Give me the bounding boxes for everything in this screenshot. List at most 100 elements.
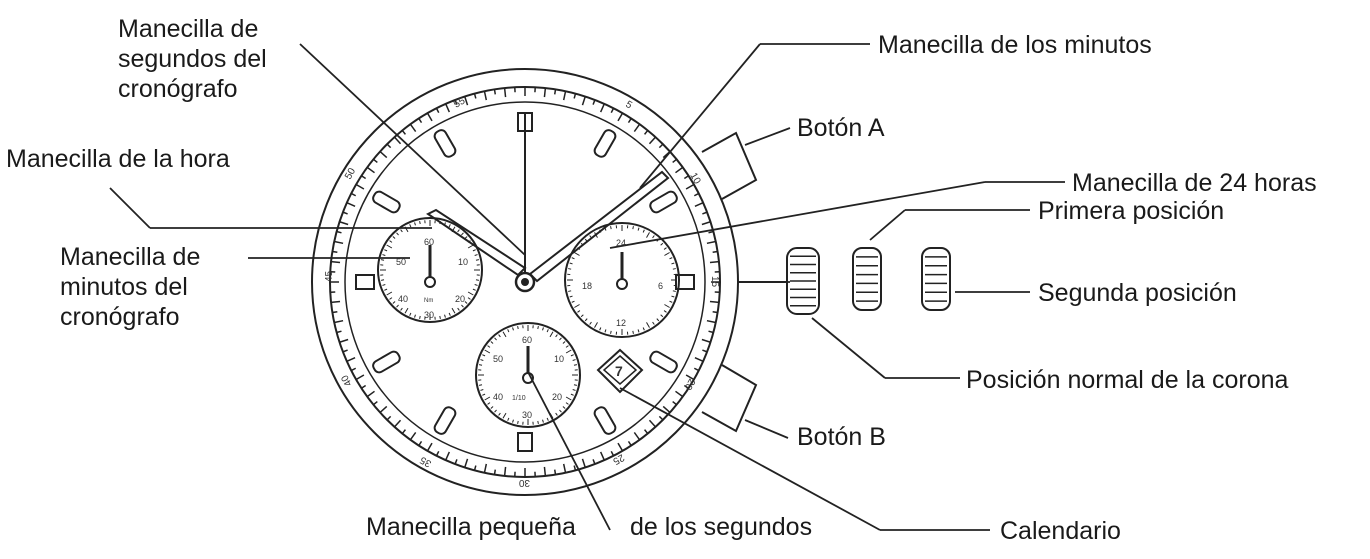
bezel-tick bbox=[693, 367, 700, 372]
bezel-tick bbox=[712, 310, 718, 314]
subdial-tick bbox=[571, 257, 575, 260]
subdial-bottom-number: 40 bbox=[493, 392, 503, 402]
bezel-tick bbox=[503, 466, 507, 477]
subdial-tick bbox=[484, 349, 491, 354]
bezel-tick bbox=[672, 400, 678, 406]
hour-marker bbox=[593, 129, 617, 158]
label-button-b: Botón B bbox=[797, 423, 886, 451]
bezel-ticks bbox=[330, 87, 720, 477]
bezel-number: 30 bbox=[518, 477, 530, 488]
label-first-position: Primera posición bbox=[1038, 197, 1225, 225]
bezel-number: 35 bbox=[418, 454, 434, 469]
subdial-tick bbox=[632, 330, 634, 334]
subdial-tick bbox=[565, 345, 569, 348]
button-a-pusher bbox=[701, 131, 758, 200]
subdial-tick bbox=[414, 314, 416, 318]
subdial-tick bbox=[574, 252, 580, 256]
subdial-tick bbox=[475, 279, 480, 281]
subdial-tick bbox=[570, 354, 574, 357]
bezel-tick bbox=[355, 374, 365, 381]
subdial-left-number: 30 bbox=[424, 310, 434, 320]
subdial-tick bbox=[467, 291, 474, 296]
subdial-tick bbox=[574, 304, 580, 308]
bezel-tick bbox=[694, 356, 704, 362]
bezel-tick bbox=[435, 450, 440, 457]
subdial-tick bbox=[671, 295, 675, 298]
subdial-tick bbox=[502, 331, 507, 338]
center-pivot-dot bbox=[521, 278, 529, 286]
bezel-tick bbox=[350, 192, 357, 197]
bezel-tick bbox=[372, 400, 378, 406]
bezel-tick bbox=[633, 432, 641, 441]
crown-normal-ridges bbox=[790, 255, 816, 307]
subdial-tick bbox=[494, 337, 497, 341]
subdial-tick bbox=[537, 420, 539, 425]
subdial-left-pivot bbox=[424, 276, 436, 288]
subdial-tick bbox=[652, 321, 655, 325]
bezel-tick bbox=[683, 175, 689, 180]
bezel-tick bbox=[346, 202, 356, 208]
bezel-tick bbox=[683, 384, 689, 389]
subdial-tick bbox=[498, 334, 501, 338]
bezel-tick bbox=[708, 230, 714, 234]
hour-marker bbox=[433, 406, 457, 435]
bezel-tick bbox=[694, 202, 704, 208]
crown-second-position bbox=[921, 247, 951, 311]
label-minute-hand: Manecilla de los minutos bbox=[878, 31, 1152, 59]
leader-24h-2 bbox=[609, 181, 986, 249]
label-24h-hand: Manecilla de 24 horas bbox=[1072, 169, 1317, 197]
subdial-right-number: 24 bbox=[616, 238, 626, 248]
subdial-tick bbox=[642, 327, 645, 331]
bezel-tick bbox=[342, 349, 348, 353]
subdial-tick bbox=[392, 301, 396, 304]
subdial-tick bbox=[646, 232, 650, 238]
subdial-tick bbox=[571, 300, 575, 303]
subdial-tick bbox=[542, 419, 544, 423]
bezel-number: 5 bbox=[624, 99, 635, 112]
bezel-tick bbox=[675, 166, 684, 174]
bezel-tick bbox=[464, 458, 469, 468]
label-calendar: Calendario bbox=[1000, 517, 1121, 545]
bezel-tick bbox=[702, 349, 708, 353]
calendar-window bbox=[596, 348, 644, 394]
bezel-tick bbox=[339, 338, 349, 343]
bezel-tick bbox=[627, 118, 632, 124]
bezel-tick bbox=[553, 469, 557, 475]
subdial-bottom-number: 10 bbox=[554, 354, 564, 364]
subdial-tick bbox=[637, 329, 640, 333]
hour-marker bbox=[649, 190, 678, 214]
subdial-tick bbox=[482, 393, 486, 396]
leader-minute-hand-2 bbox=[639, 43, 761, 189]
bezel-number: 40 bbox=[339, 372, 354, 388]
subdial-tick bbox=[475, 259, 480, 261]
subdial-tick bbox=[461, 304, 464, 308]
subdial-tick bbox=[414, 222, 416, 226]
label-hour-hand: Manecilla de la hora bbox=[6, 145, 230, 173]
subdial-right-pivot bbox=[616, 278, 628, 290]
bezel-tick bbox=[633, 123, 641, 132]
bezel-tick bbox=[334, 319, 344, 324]
subdial-tick bbox=[669, 257, 673, 260]
subdial-bottom-mark: 1/10 bbox=[512, 395, 526, 402]
bezel-tick bbox=[701, 338, 711, 343]
subdial-tick bbox=[646, 322, 650, 328]
subdial-tick bbox=[512, 419, 514, 423]
subdial-left-number: 10 bbox=[458, 257, 468, 267]
minute-hand bbox=[528, 170, 670, 283]
bezel-tick bbox=[658, 415, 664, 421]
bezel-tick bbox=[334, 240, 344, 245]
subdial-tick bbox=[642, 229, 645, 233]
subdial-tick bbox=[467, 297, 471, 300]
subdial-tick bbox=[546, 417, 549, 421]
subdial-tick bbox=[570, 393, 574, 396]
subdial-tick bbox=[439, 315, 441, 320]
hour-marker-square bbox=[355, 274, 375, 290]
bezel-tick bbox=[342, 211, 348, 215]
crown-first-ridges bbox=[856, 256, 878, 302]
leader-button-b bbox=[744, 419, 789, 439]
bezel-tick bbox=[330, 260, 341, 264]
subdial-left-number: 50 bbox=[396, 257, 406, 267]
leader-button-a bbox=[744, 127, 791, 146]
label-chrono-minute-hand: Manecilla de minutos del cronógrafo bbox=[60, 243, 201, 331]
subdial-tick bbox=[392, 236, 396, 239]
